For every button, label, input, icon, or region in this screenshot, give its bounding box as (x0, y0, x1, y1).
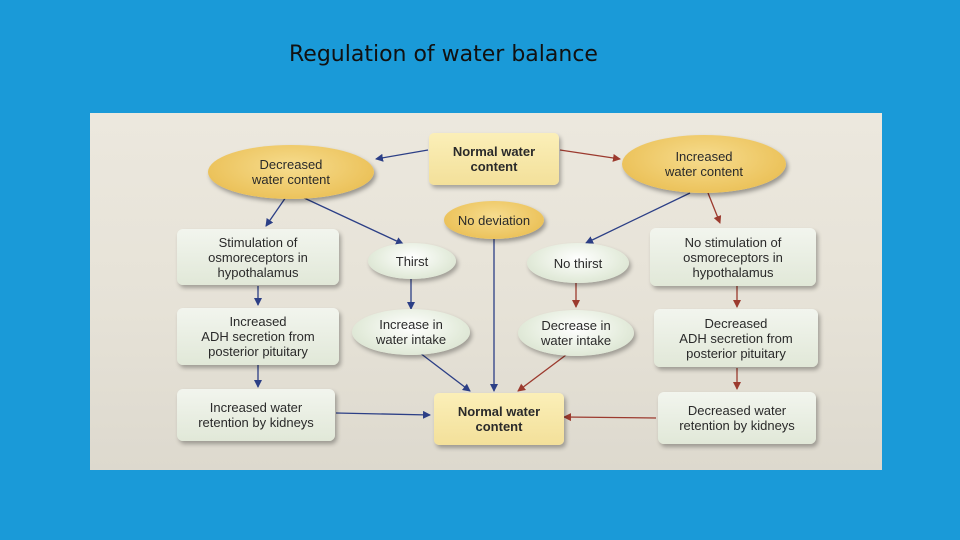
arrow-increased-to-nostim (707, 192, 722, 224)
node-decrease-water-intake: Decrease in water intake (518, 310, 634, 356)
node-increased-adh-secretion: Increased ADH secretion from posterior p… (177, 308, 339, 365)
arrow-increased-to-nothirst (585, 192, 691, 244)
node-increased-water-retention: Increased water retention by kidneys (177, 389, 335, 441)
diagram-photo: Normal water content Decreased water con… (90, 113, 882, 470)
node-normal-water-content-bottom: Normal water content (434, 393, 564, 445)
arrow-retention-to-normal (335, 410, 431, 419)
arrow-normal-to-increased (559, 149, 621, 162)
arrow-decintake-to-normal (517, 354, 567, 392)
node-increase-water-intake: Increase in water intake (352, 309, 470, 355)
node-stimulation-osmoreceptors: Stimulation of osmoreceptors in hypothal… (177, 229, 339, 285)
node-no-thirst: No thirst (527, 243, 629, 283)
node-decreased-water-retention: Decreased water retention by kidneys (658, 392, 816, 444)
node-no-stimulation-osmoreceptors: No stimulation of osmoreceptors in hypot… (650, 228, 816, 286)
node-normal-water-content-top: Normal water content (429, 133, 559, 185)
arrow-normal-to-decreased (375, 149, 429, 162)
arrow-decretention-to-normal (563, 413, 657, 422)
slide-title: Regulation of water balance (289, 42, 598, 67)
node-thirst: Thirst (368, 243, 456, 279)
arrow-intake-to-normal (419, 352, 471, 392)
flow-arrows (254, 149, 741, 422)
node-no-deviation: No deviation (444, 201, 544, 239)
node-decreased-adh-secretion: Decreased ADH secretion from posterior p… (654, 309, 818, 367)
node-increased-water-content: Increased water content (622, 135, 786, 193)
node-decreased-water-content: Decreased water content (208, 145, 374, 199)
arrow-decreased-to-stim (265, 196, 287, 227)
arrow-decreased-to-thirst (301, 196, 404, 245)
